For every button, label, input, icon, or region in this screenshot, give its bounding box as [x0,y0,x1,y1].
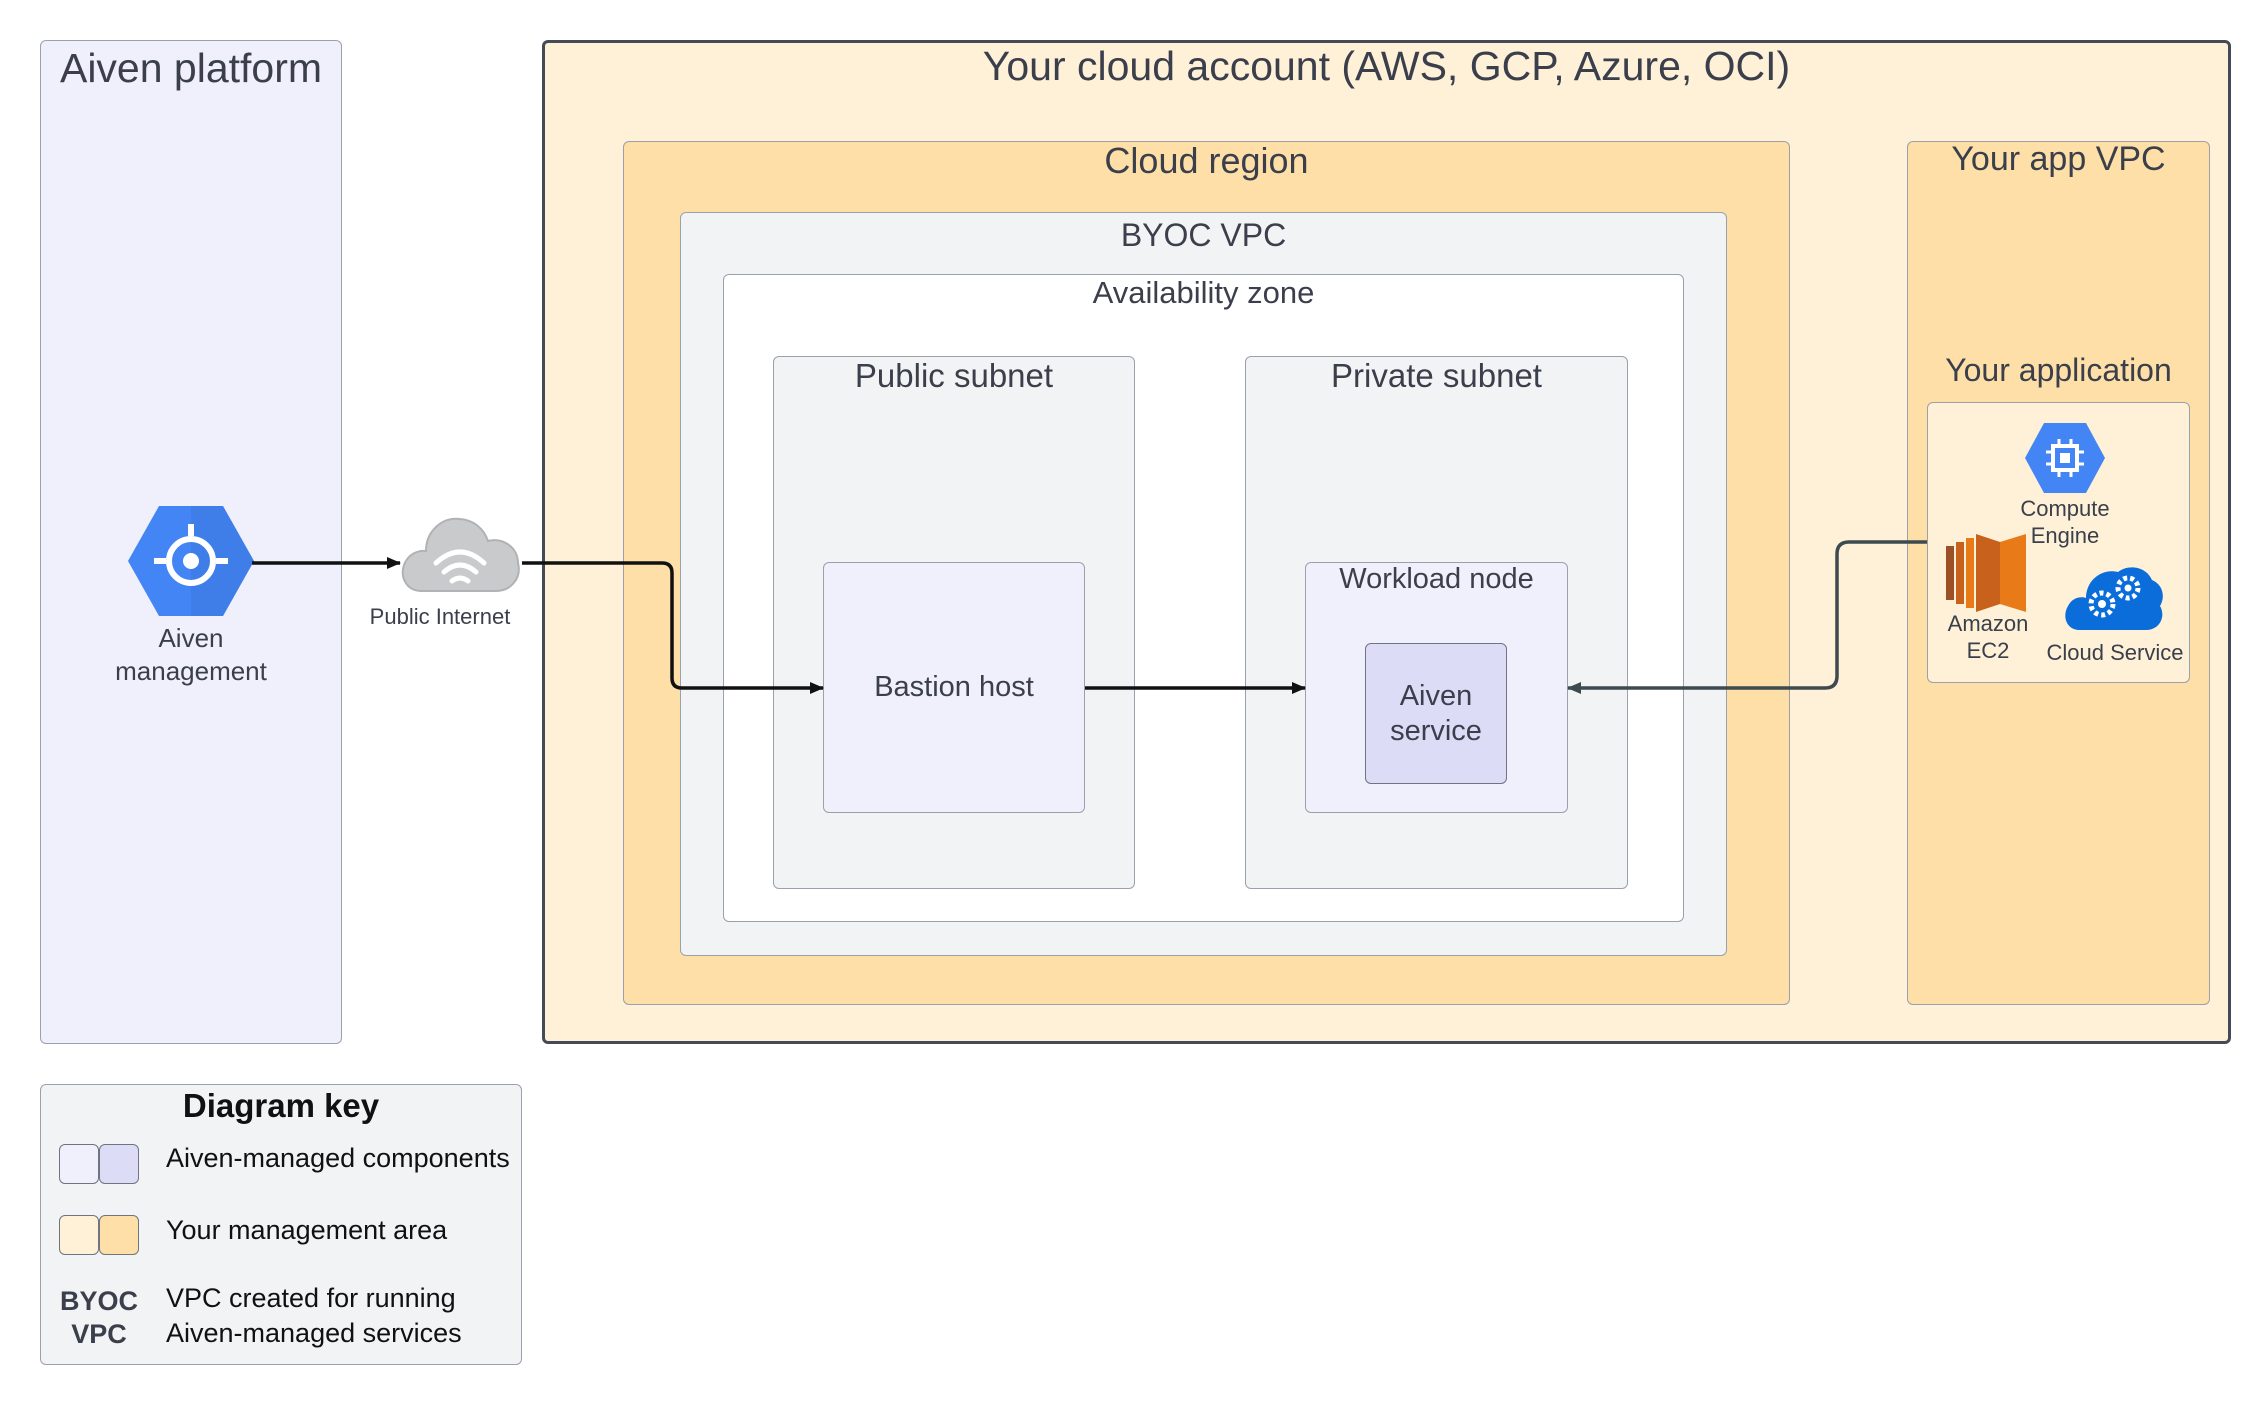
bastion-host: Bastion host [823,562,1085,813]
compute-engine-icon [2025,423,2105,493]
aiven-managed-key-label: Aiven-managed components [166,1143,510,1173]
amazon-ec2-icon [1946,534,2026,612]
byoc-vpc-title: BYOC VPC [1120,217,1287,253]
management-area-swatch-dark [99,1215,139,1255]
cloud-region-title: Cloud region [1104,140,1309,181]
aiven-management-label: Aiven management [115,623,267,686]
cloud-service-icon [2065,567,2163,630]
private-subnet-title: Private subnet [1331,357,1542,394]
public-subnet-title: Public subnet [854,357,1054,394]
byoc-vpc-key-label: VPC created for running Aiven-managed se… [166,1283,462,1348]
application-to-workload-arrow [1567,540,1927,694]
byoc-vpc-key-code: BYOC VPC [59,1286,138,1349]
internet-label: Public Internet [369,604,511,629]
workload-node-title: Workload node [1339,563,1534,595]
bastion-host-label: Bastion host [874,671,1034,703]
aiven-managed-swatch-dark [99,1144,139,1184]
diagram-key-title: Diagram key [182,1087,380,1124]
management-area-key-label: Your management area [166,1215,448,1245]
app-vpc-title: Your app VPC [1951,140,2166,178]
diagram-key-panel: Diagram key Aiven-managed components You… [40,1084,522,1365]
compute-engine-label: Compute Engine [2020,496,2110,548]
amazon-ec2-label: Amazon EC2 [1947,611,2029,663]
aiven-platform-title: Aiven platform [59,45,323,91]
aiven-managed-swatch-light [59,1144,99,1184]
cloud-service-label: Cloud Service [2046,640,2184,665]
availability-zone-title: Availability zone [1092,275,1315,310]
aiven-service: Aiven service [1365,643,1507,784]
cloud-account-title: Your cloud account (AWS, GCP, Azure, OCI… [982,43,1791,89]
your-application-title: Your application [1945,352,2172,388]
internet-cloud-icon [401,517,520,592]
internet-to-bastion-arrow [522,561,824,694]
aiven-management-icon [128,506,254,616]
management-area-swatch-light [59,1215,99,1255]
